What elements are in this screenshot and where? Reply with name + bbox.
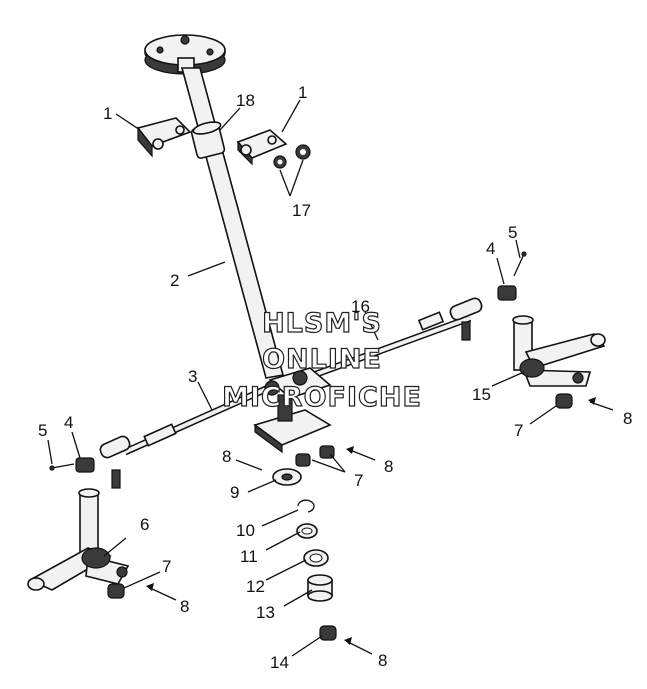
watermark-line-2: ONLINE bbox=[262, 344, 382, 375]
callout-8-left: 8 bbox=[180, 597, 189, 616]
callout-7-center: 7 bbox=[354, 471, 363, 490]
steering-arm-block bbox=[253, 367, 332, 454]
castle-nut-right bbox=[497, 285, 517, 301]
cotter-pin-right bbox=[513, 251, 527, 277]
callout-15: 15 bbox=[472, 385, 491, 404]
bushing-13 bbox=[307, 574, 333, 602]
lock-nut-left bbox=[107, 583, 125, 599]
retaining-ring-10 bbox=[297, 499, 315, 513]
steering-plate bbox=[144, 34, 226, 75]
callout-1-left: 1 bbox=[103, 104, 112, 123]
callout-8-center-right: 8 bbox=[384, 457, 393, 476]
callout-17: 17 bbox=[292, 201, 311, 220]
spindle-left bbox=[27, 488, 130, 591]
callout-11: 11 bbox=[240, 547, 258, 566]
clamp-nuts bbox=[273, 144, 311, 169]
ring-12 bbox=[303, 549, 329, 567]
nut-14 bbox=[319, 625, 337, 641]
lock-nuts-center bbox=[295, 445, 335, 467]
callout-4-left: 4 bbox=[64, 413, 73, 432]
castle-nut-left bbox=[75, 457, 95, 473]
callout-7-left: 7 bbox=[162, 557, 171, 576]
callout-12: 12 bbox=[246, 577, 265, 596]
callout-18: 18 bbox=[236, 91, 255, 110]
post-clamp-left bbox=[136, 117, 192, 158]
tie-rod-right bbox=[298, 297, 483, 384]
ring-11 bbox=[296, 523, 318, 539]
callout-6: 6 bbox=[140, 515, 149, 534]
lock-nut-right bbox=[555, 393, 573, 409]
post-clamp-right bbox=[236, 129, 288, 166]
callout-5-right: 5 bbox=[508, 223, 517, 242]
callout-4-right: 4 bbox=[486, 239, 495, 258]
callout-8-right: 8 bbox=[623, 409, 632, 428]
leader-lines bbox=[47, 99, 614, 657]
watermark-line-3: MICROFICHE bbox=[222, 382, 422, 413]
callouts: 1 1 18 17 2 16 4 5 15 7 8 3 5 4 8 8 7 9 … bbox=[38, 83, 632, 672]
callout-16: 16 bbox=[351, 297, 370, 316]
callout-14: 14 bbox=[270, 653, 289, 672]
callout-8-bottom: 8 bbox=[378, 651, 387, 670]
spindle-right bbox=[512, 315, 606, 387]
callout-1-right: 1 bbox=[298, 83, 307, 102]
callout-2: 2 bbox=[170, 271, 179, 290]
callout-7-right: 7 bbox=[514, 421, 523, 440]
tie-rod-left bbox=[99, 381, 277, 489]
cotter-pin-left bbox=[49, 463, 75, 471]
callout-13: 13 bbox=[256, 603, 275, 622]
watermark: HLSM'S ONLINE MICROFICHE bbox=[221, 307, 422, 413]
watermark-line-1: HLSM'S bbox=[262, 308, 382, 339]
callout-10: 10 bbox=[236, 521, 255, 540]
washer-9 bbox=[272, 468, 302, 486]
callout-5-left: 5 bbox=[38, 421, 47, 440]
callout-8-center-left: 8 bbox=[222, 447, 231, 466]
callout-3: 3 bbox=[188, 367, 197, 386]
callout-9: 9 bbox=[230, 483, 239, 502]
steering-post bbox=[180, 67, 285, 379]
